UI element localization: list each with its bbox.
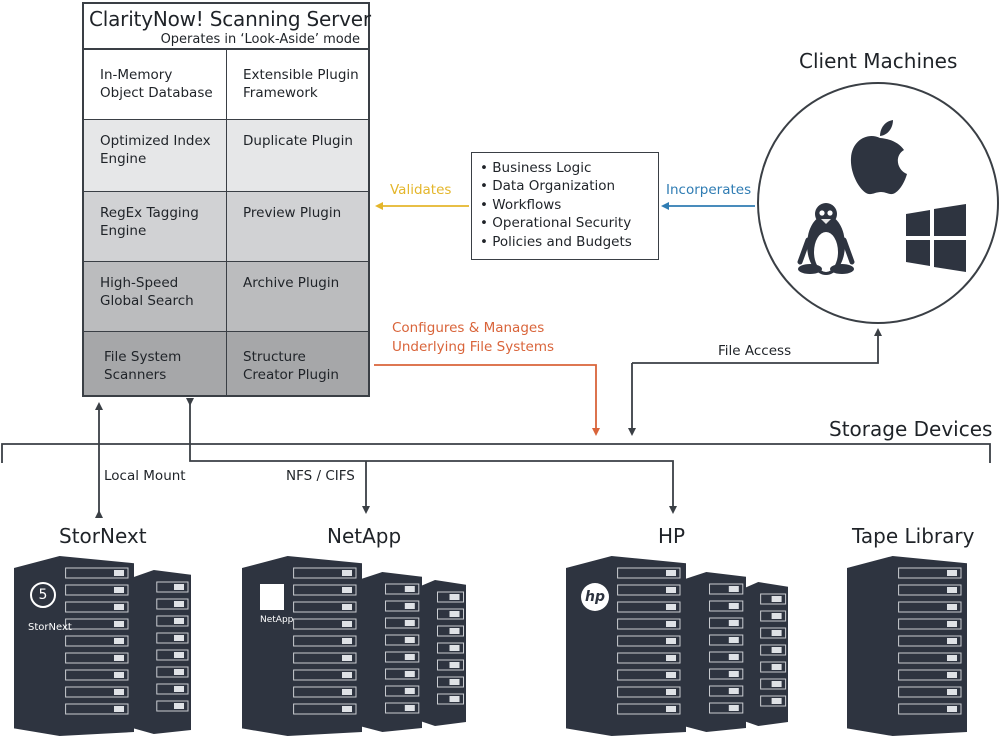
server-cell-right: Preview Plugin: [226, 192, 368, 261]
validates-label: Validates: [390, 182, 452, 198]
server-row: RegEx Tagging Engine Preview Plugin: [84, 192, 368, 262]
server-cell-left: RegEx Tagging Engine: [100, 205, 199, 239]
nfs-cifs-line: [186, 398, 677, 514]
vendor-name-stornext: StorNext: [59, 524, 147, 548]
stornext-logo-badge: 5: [30, 582, 56, 608]
server-cell-right: Structure Creator Plugin: [226, 332, 368, 395]
netapp-logo-text: NetApp: [260, 615, 294, 625]
server-subtitle: Operates in ‘Look-Aside’ mode: [160, 32, 360, 47]
vendor-name-hp: HP: [658, 524, 686, 548]
logic-item: • Workflows: [480, 196, 562, 213]
netapp-rack-front: [242, 556, 362, 736]
storage-devices-label: Storage Devices: [829, 417, 993, 441]
client-machines-title: Client Machines: [799, 49, 958, 73]
incorporates-label: Incorperates: [666, 182, 752, 198]
windows-icon: [906, 204, 966, 272]
server-cell-right: Extensible Plugin Framework: [226, 50, 368, 119]
business-logic-box: • Business Logic • Data Organization • W…: [471, 152, 659, 260]
local-mount-label: Local Mount: [104, 468, 186, 484]
hp-rack-back-1: [682, 572, 746, 732]
logic-item: • Operational Security: [480, 215, 632, 232]
server-row: High-Speed Global Search Archive Plugin: [84, 262, 368, 332]
hp-rack-back-2: [740, 582, 788, 726]
configures-label-1: Configures & Manages: [392, 320, 545, 336]
netapp-logo-icon: [260, 584, 284, 610]
apple-icon: [850, 120, 907, 195]
hp-logo: hp: [581, 583, 609, 611]
server-row: File System Scanners Structure Creator P…: [84, 332, 368, 395]
stornext-rack-back: [131, 570, 191, 734]
server-row: Optimized Index Engine Duplicate Plugin: [84, 120, 368, 192]
linux-tux-icon: [797, 203, 855, 275]
file-access-arrow-up: [632, 328, 882, 364]
hp-rack-front: [566, 556, 686, 736]
scanning-server-box: ClarityNow! Scanning Server Operates in …: [82, 2, 371, 397]
server-title: ClarityNow! Scanning Server: [89, 7, 371, 31]
tape-library-rack: [847, 556, 967, 736]
netapp-rack-back-2: [416, 580, 466, 726]
nfs-cifs-label: NFS / CIFS: [286, 468, 355, 484]
vendor-name-tape-library: Tape Library: [852, 524, 975, 548]
server-cell-right: Archive Plugin: [226, 262, 368, 331]
server-cell-left: In-Memory Object Database: [100, 67, 213, 101]
vendor-name-netapp: NetApp: [327, 524, 402, 548]
logic-item: • Business Logic: [480, 160, 592, 176]
file-access-label: File Access: [718, 343, 792, 359]
server-title-bar: ClarityNow! Scanning Server Operates in …: [84, 4, 371, 50]
server-cell-right: Duplicate Plugin: [226, 120, 368, 191]
server-cell-left: Optimized Index Engine: [100, 133, 211, 167]
server-row: In-Memory Object Database Extensible Plu…: [84, 50, 368, 120]
server-cell-left: File System Scanners: [104, 349, 182, 383]
logic-item: • Data Organization: [480, 178, 616, 195]
netapp-rack-back-1: [358, 572, 422, 732]
server-cell-left: High-Speed Global Search: [100, 275, 194, 309]
logic-item: • Policies and Budgets: [480, 233, 632, 250]
configures-label-2: Underlying File Systems: [392, 339, 555, 355]
stornext-logo-text: StorNext: [28, 622, 72, 633]
stornext-rack-front: [14, 556, 134, 736]
